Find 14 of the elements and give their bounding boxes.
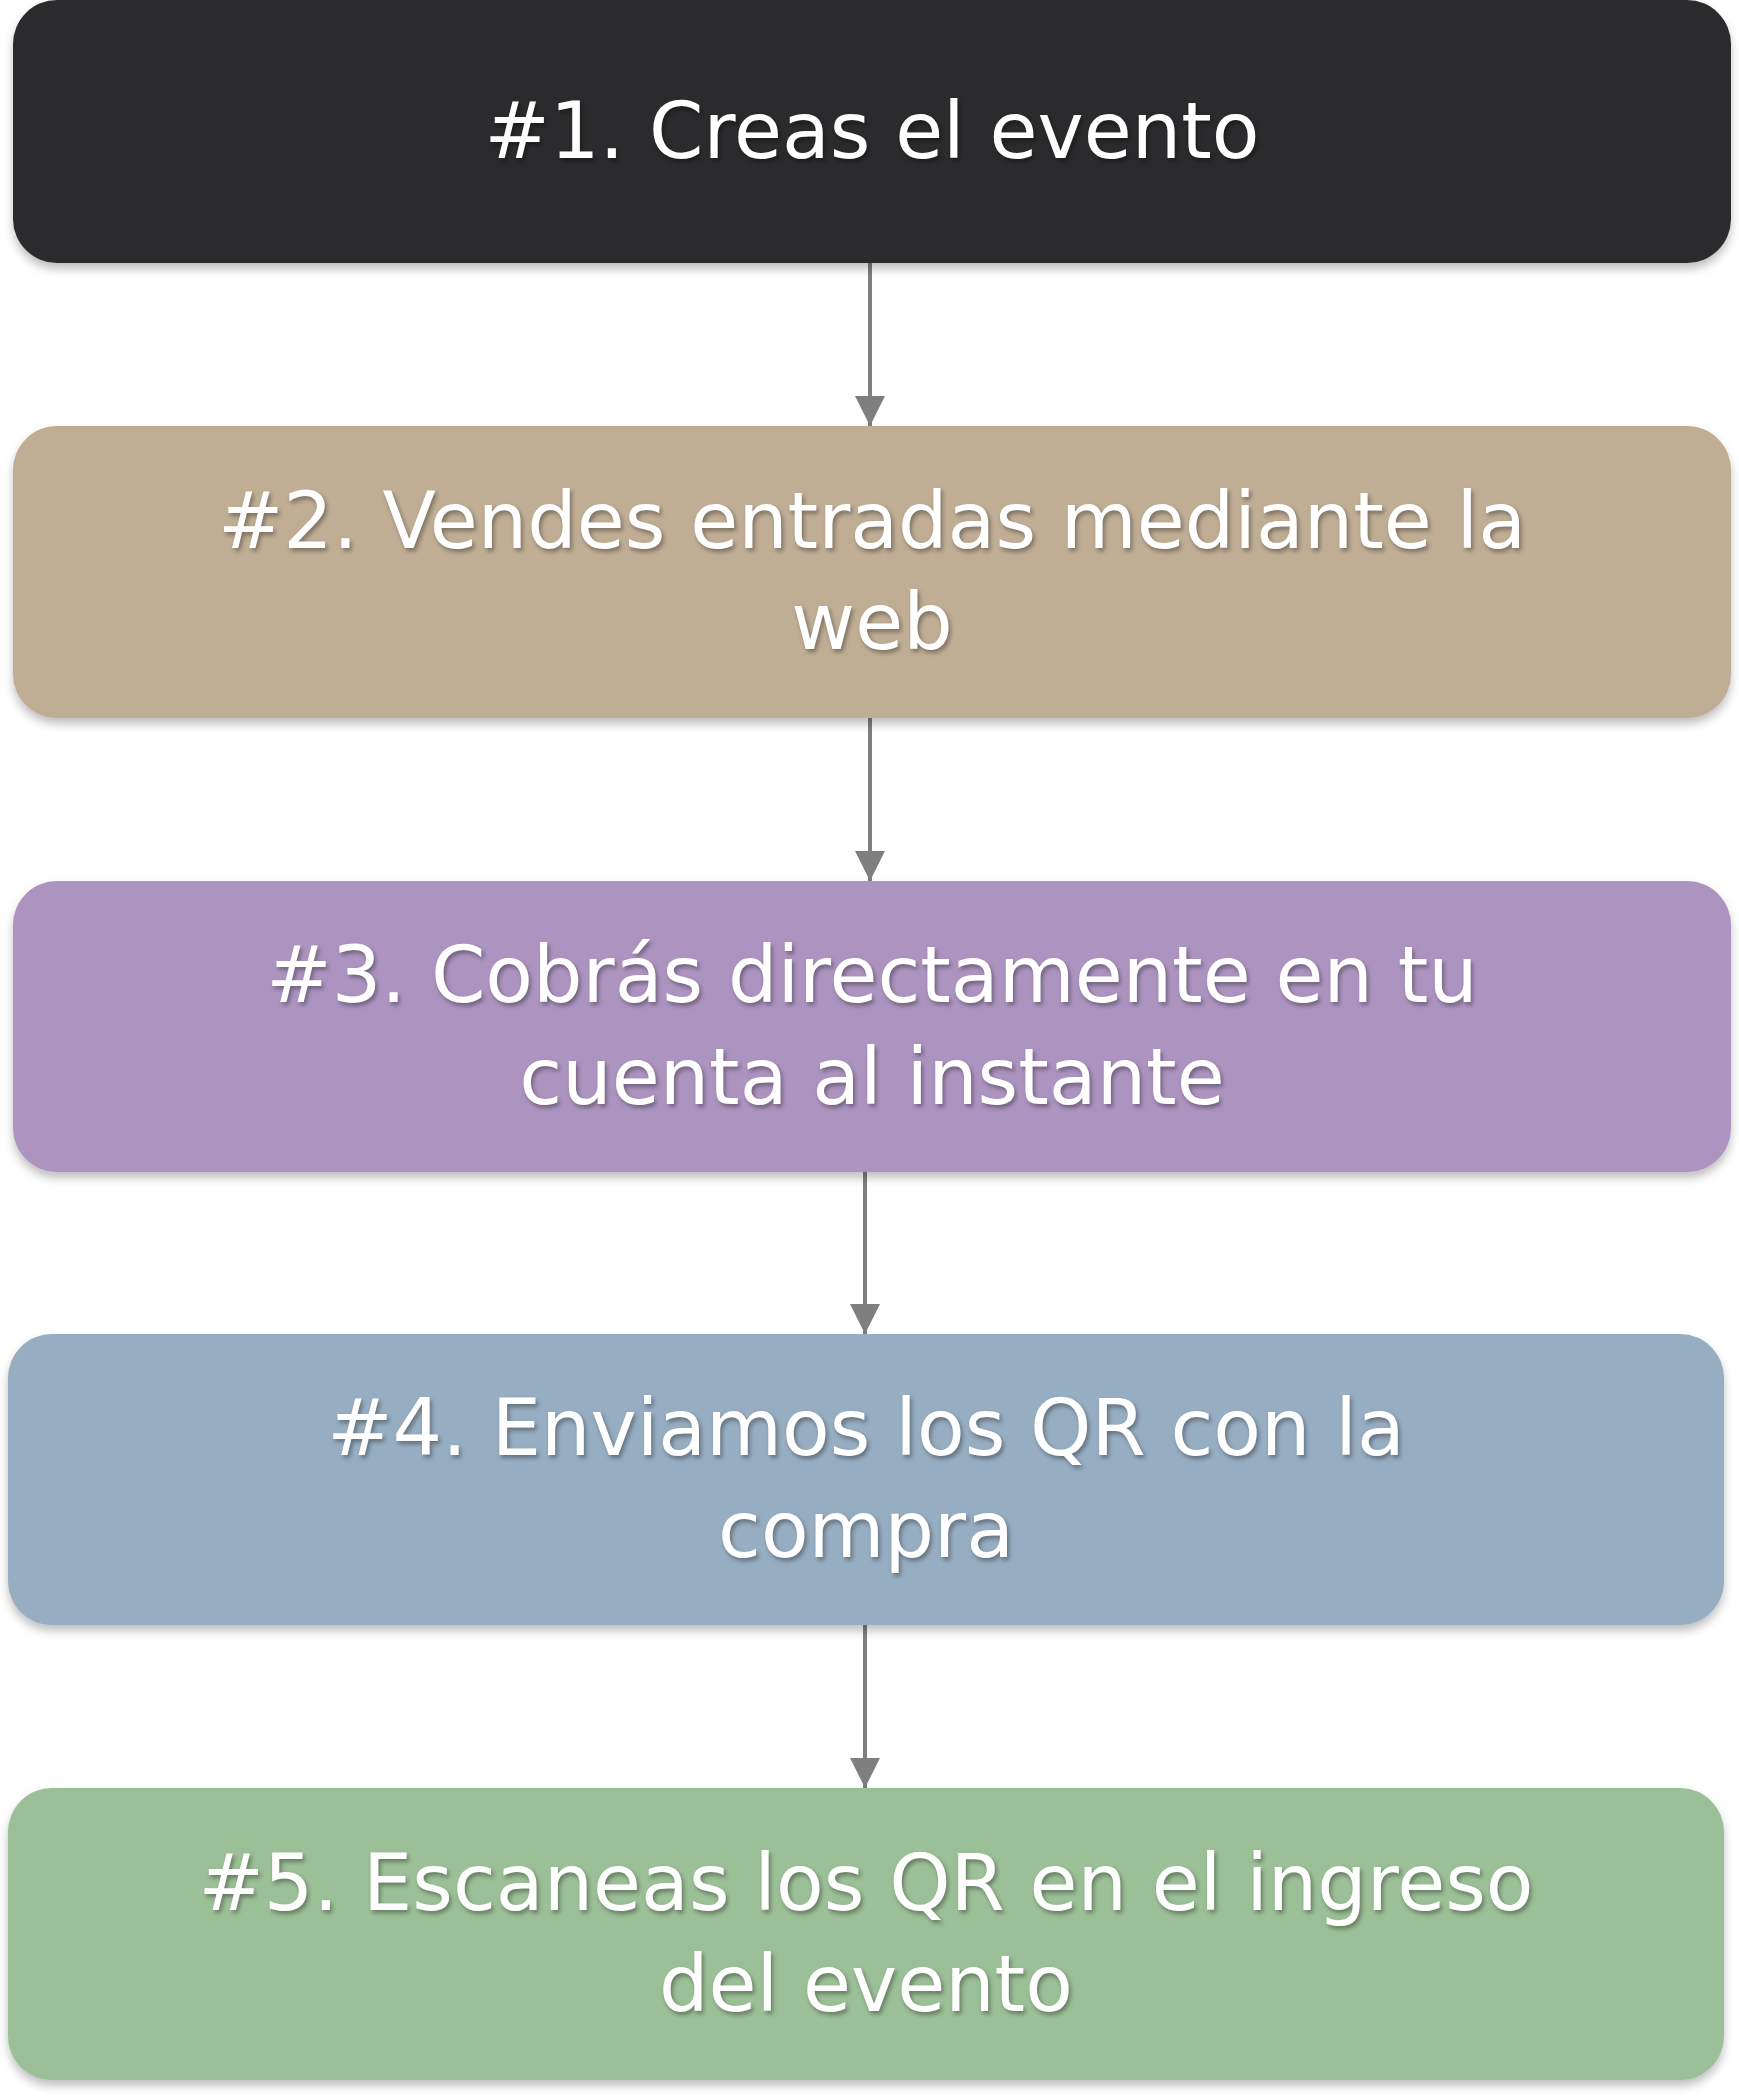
step-label: #3. Cobrás directamente en tu cuenta al instante: [265, 929, 1479, 1124]
arrow: [850, 1172, 880, 1334]
arrow: [850, 1625, 880, 1788]
process-box: [8, 1334, 1724, 1625]
process-box: [8, 1788, 1724, 2080]
arrow: [855, 263, 885, 426]
arrow: [855, 718, 885, 881]
step-label: #1. Creas el evento: [484, 84, 1260, 178]
step-label: #5. Escaneas los QR en el ingreso del evento: [197, 1836, 1535, 2031]
process-box: [13, 881, 1731, 1172]
step-label: #2. Vendes entradas mediante la web: [216, 474, 1528, 669]
process-box: [13, 426, 1731, 718]
process-box: [13, 0, 1731, 263]
step-label: #4. Enviamos los QR con la compra: [326, 1382, 1406, 1577]
